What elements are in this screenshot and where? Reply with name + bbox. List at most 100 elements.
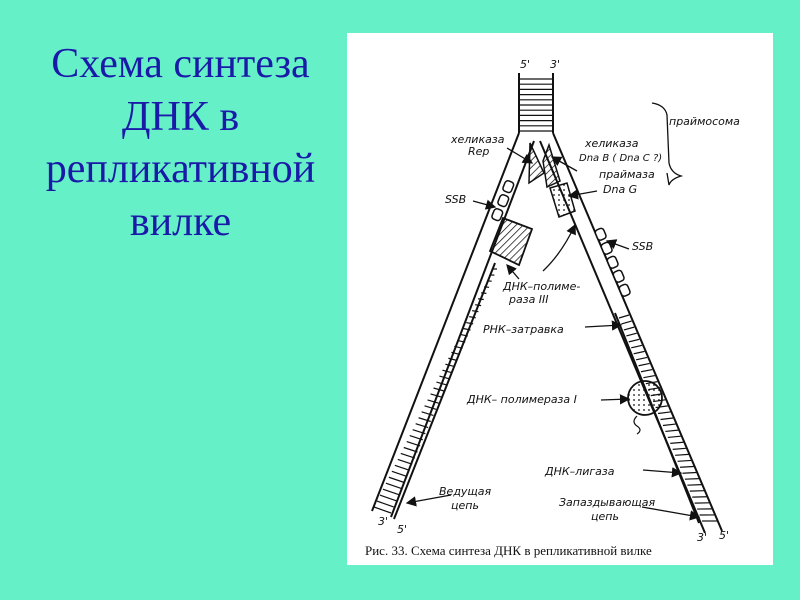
helicase-dnab-label-1: хеликаза xyxy=(584,137,639,150)
dna-pol3-label-2: раза III xyxy=(508,293,549,306)
primase-dnag-shape xyxy=(549,182,576,218)
base-pair-rung xyxy=(430,393,442,398)
primosome-bracket xyxy=(651,102,684,186)
base-pair-rung xyxy=(631,344,643,349)
base-pair-rung xyxy=(400,452,416,459)
bottom-left-inner-label: 5' xyxy=(397,523,407,536)
base-pair-rung xyxy=(394,464,410,471)
base-pair-rung xyxy=(421,411,434,416)
base-pair-rung xyxy=(623,326,635,331)
base-pair-rung xyxy=(457,339,466,343)
ssb-right-label: SSB xyxy=(632,240,653,253)
base-pair-rung xyxy=(409,435,423,441)
helicase-dnab-label-2: Dna B ( Dna C ?) xyxy=(579,153,662,164)
base-pair-rung xyxy=(388,476,405,484)
dna-pol1-shape xyxy=(627,380,663,416)
base-pair-rung xyxy=(469,316,476,319)
base-pair-rung xyxy=(638,362,650,367)
base-pair-rung xyxy=(379,494,397,502)
base-pair-rung xyxy=(618,314,630,319)
base-pair-rung xyxy=(628,338,640,343)
dna-pol3-shape xyxy=(488,216,534,267)
title-line-2: ДНК в xyxy=(121,93,240,140)
parental-duplex xyxy=(518,73,554,133)
leading-arm xyxy=(371,132,535,520)
base-pair-rung xyxy=(672,447,686,450)
base-pair-rung xyxy=(481,292,487,294)
base-pair-rung xyxy=(412,429,426,435)
helicase-rep-label-2: Rep xyxy=(468,145,489,158)
base-pair-rung xyxy=(633,350,645,355)
dna-pol1-label: ДНК– полимераза I xyxy=(466,393,577,406)
bottom-right-inner-label: 3' xyxy=(697,531,707,544)
base-pair-rung xyxy=(472,310,479,313)
base-pair-rung xyxy=(454,345,463,349)
dna-pol1-tail xyxy=(633,415,641,435)
leading-strand-label-1: Ведущая xyxy=(439,485,492,498)
base-pair-rung xyxy=(442,369,453,374)
base-pair-rung xyxy=(373,506,392,514)
ssb-left-proteins xyxy=(491,180,515,222)
base-pair-rung xyxy=(382,488,400,496)
ssb-right-proteins xyxy=(594,227,631,297)
slide-title: Схема синтеза ДНК в репликативной вилке xyxy=(18,38,343,248)
lagging-strand-label-2: цепь xyxy=(591,510,619,523)
ssb-left-label: SSB xyxy=(445,193,466,206)
base-pair-rung xyxy=(385,482,402,490)
base-pair-rung xyxy=(403,446,418,453)
helicase-rep-label-1: хеликаза xyxy=(450,133,505,146)
base-pair-rung xyxy=(391,470,408,477)
base-pair-rung xyxy=(665,429,679,433)
base-pair-rung xyxy=(460,333,468,337)
base-pair-rung xyxy=(418,417,431,423)
base-pair-rung xyxy=(397,458,413,465)
base-pair-rung xyxy=(415,423,429,429)
base-pair-rung xyxy=(660,417,674,421)
base-pair-rung xyxy=(621,320,632,325)
base-pair-rung xyxy=(451,351,461,355)
base-pair-rung xyxy=(684,477,699,480)
base-pair-rung xyxy=(662,423,676,427)
base-pair-rung xyxy=(682,471,697,474)
base-pair-rung xyxy=(448,357,458,362)
figure-caption: Рис. 33. Схема синтеза ДНК в репликативн… xyxy=(365,543,652,558)
primosome-label: праймосома xyxy=(669,115,740,128)
dna-pol3-label-1: ДНК–полиме- xyxy=(502,280,580,293)
base-pair-rung xyxy=(424,405,437,410)
primase-label-2: Dna G xyxy=(603,183,637,196)
base-pair-rung xyxy=(376,500,394,508)
base-pair-rung xyxy=(478,298,484,301)
base-pair-rung xyxy=(677,459,692,462)
base-pair-rung xyxy=(657,411,671,415)
primase-label-1: праймаза xyxy=(599,168,655,181)
base-pair-rung xyxy=(433,387,445,392)
base-pair-rung xyxy=(427,399,439,404)
top-right-end-label: 3' xyxy=(550,58,560,71)
helicase-dnab-shape xyxy=(542,142,561,189)
base-pair-rung xyxy=(670,441,684,444)
base-pair-rung xyxy=(626,332,637,337)
bottom-right-outer-label: 5' xyxy=(719,529,729,542)
replication-fork-figure: 5' 3' xyxy=(347,33,773,565)
base-pair-rung xyxy=(466,321,474,325)
rna-primer-label: РНК–затравка xyxy=(483,323,564,336)
base-pair-rung xyxy=(687,484,702,486)
lagging-strand-label-1: Запаздывающая xyxy=(559,496,655,509)
replication-fork-diagram: 5' 3' xyxy=(365,58,740,558)
base-pair-rung xyxy=(635,356,648,361)
base-pair-rung xyxy=(475,304,482,307)
base-pair-rung xyxy=(640,368,653,373)
label-arrows xyxy=(405,147,701,521)
base-pair-rung xyxy=(667,435,681,439)
leading-strand-label-2: цепь xyxy=(451,499,479,512)
bottom-left-outer-label: 3' xyxy=(378,515,388,528)
base-pair-rung xyxy=(679,465,694,468)
base-pair-rung xyxy=(436,381,447,386)
base-pair-rung xyxy=(439,375,450,380)
base-pair-rung xyxy=(643,374,655,379)
top-left-end-label: 5' xyxy=(520,58,530,71)
base-pair-rung xyxy=(406,440,421,447)
title-line-3: репликативной xyxy=(45,146,316,192)
title-line-4: вилке xyxy=(129,198,232,245)
base-pair-rung xyxy=(675,453,689,456)
